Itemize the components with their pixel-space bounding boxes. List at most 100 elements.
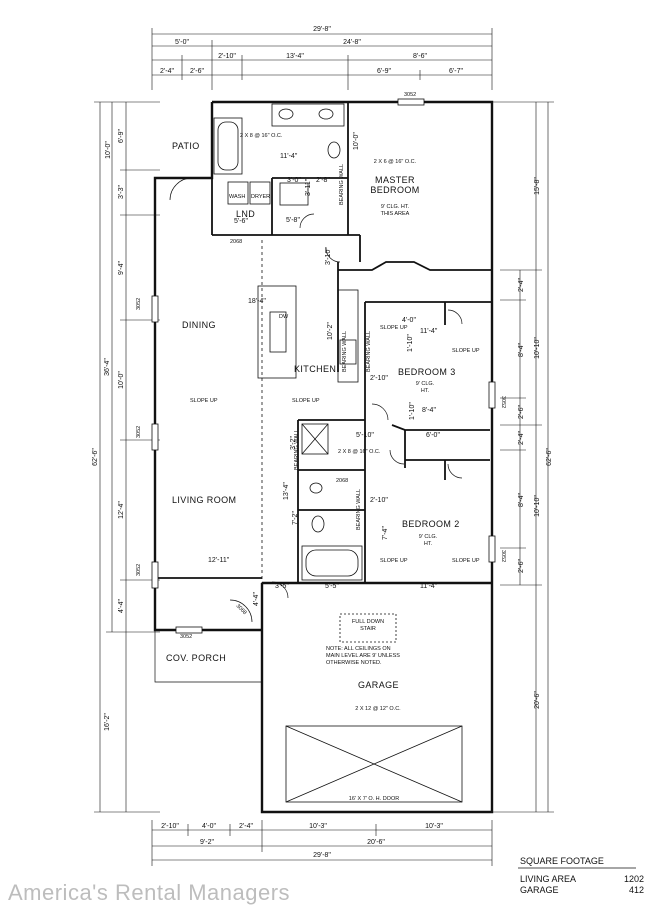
watermark: America's Rental Managers: [8, 880, 291, 905]
bedroom2-label: BEDROOM 2: [402, 519, 460, 529]
dim-in-3-10a: 3'-10": [325, 247, 332, 265]
dim-in-3-0: 3'-0": [287, 177, 301, 184]
bearing-wall-bath: BEARING WALL: [356, 489, 362, 530]
master-label-1: MASTER: [375, 175, 415, 185]
dim-in-2-10b: 2'-10": [370, 497, 388, 504]
bearing-wall-master: BEARING WALL: [339, 164, 345, 205]
dim-right-20-6: 20'-6": [534, 691, 541, 709]
dim-bot-10-3a: 10'-3": [309, 823, 327, 830]
dim-in-6-0: 6'-0": [426, 432, 440, 439]
dim-in-11-4c: 11'-4": [420, 583, 438, 590]
dryer-label: DRYER: [251, 194, 270, 200]
bedroom3-label: BEDROOM 3: [398, 367, 456, 377]
dim-top-6-7: 6'-7": [449, 68, 463, 75]
dim-left-4-4: 4'-4": [118, 599, 125, 613]
kitchen-label: KITCHEN: [294, 364, 336, 374]
bedroom2-ceiling-1: 9' CLG.: [419, 534, 438, 540]
patio-label: PATIO: [172, 141, 200, 151]
stair-label-1: FULL DOWN: [352, 619, 384, 625]
door-tag-lnd: 2068: [230, 239, 242, 245]
bearing-wall-hall: BEARING WALL: [294, 429, 300, 470]
windows: [151, 98, 496, 634]
hall-joists: 2 X 8 @ 16" O.C.: [338, 449, 381, 455]
master-ceiling-1: 9' CLG. HT.: [381, 204, 410, 210]
bath-joists: 2 X 8 @ 16" O.C.: [240, 133, 283, 139]
slope-up-bed2-a: SLOPE UP: [380, 558, 408, 564]
dim-left-16-2: 16'-2": [104, 713, 111, 731]
porch-outline: [154, 630, 262, 683]
ceiling-note-2: MAIN LEVEL ARE 9' UNLESS: [326, 653, 400, 659]
sqft-living-label: LIVING AREA: [520, 874, 576, 884]
bedroom3-ceiling-2: HT.: [421, 388, 430, 394]
garage-label: GARAGE: [358, 680, 399, 690]
living-room-label: LIVING ROOM: [172, 495, 236, 505]
bearing-wall-kitchen: BEARING WALL: [342, 331, 348, 372]
interior-walls: [155, 102, 492, 583]
dim-top-5-0: 5'-0": [175, 39, 189, 46]
dim-top-8-6: 8'-6": [413, 53, 427, 60]
dim-left-62-6: 62'-6": [92, 448, 99, 466]
dim-right-15-8: 15'-8": [534, 177, 541, 195]
dim-in-11-4a: 11'-4": [280, 153, 298, 160]
dim-left-10-0b: 10'-0": [118, 371, 125, 389]
dim-in-1-10b: 1'-10": [409, 402, 416, 420]
lnd-label: LND: [236, 209, 255, 219]
dim-right-10-10b: 10'-10": [534, 495, 541, 517]
dim-in-3-5: 3'-5": [275, 583, 289, 590]
sqft-garage-value: 412: [629, 885, 644, 895]
dim-bot-2-10: 2'-10": [161, 823, 179, 830]
dim-in-4-0: 4'-0": [402, 317, 416, 324]
dim-in-3-11: 3'-11": [305, 178, 312, 196]
dim-right-10-10a: 10'-10": [534, 337, 541, 359]
door-tag-bath: 2068: [336, 478, 348, 484]
door-tag-front: 3068: [235, 603, 248, 616]
dim-in-7-2: 7'-2": [292, 511, 299, 525]
slope-up-bed2-b: SLOPE UP: [452, 558, 480, 564]
dim-in-4-4: 4'-4": [253, 592, 260, 606]
dim-bot-20-6: 20'-6": [367, 839, 385, 846]
slope-up-living: SLOPE UP: [190, 398, 218, 404]
annotation-labels: SLOPE UP SLOPE UP SLOPE UP SLOPE UP SLOP…: [136, 92, 506, 802]
window-tag-living-2: 3052: [136, 564, 142, 576]
dim-left-6-9: 6'-9": [118, 129, 125, 143]
dimension-lines: [94, 28, 554, 866]
dishwasher-label: DW: [279, 314, 289, 320]
dim-left-36-4: 36'-4": [104, 358, 111, 376]
dim-right-62-6: 62'-6": [546, 448, 553, 466]
dining-label: DINING: [182, 320, 216, 330]
dim-in-12-11: 12'-11": [208, 557, 230, 564]
stair-label-2: STAIR: [360, 626, 376, 632]
dim-in-18-4: 18'-4": [248, 298, 266, 305]
dim-in-7-4: 7'-4": [382, 526, 389, 540]
dim-top-2-10: 2'-10": [218, 53, 236, 60]
dim-left-3-3: 3'-3": [118, 185, 125, 199]
dim-in-1-10: 1'-10": [407, 334, 414, 352]
window-tag-master: 3052: [404, 92, 416, 98]
dim-right-2-6a: 2'-6": [518, 405, 525, 419]
dim-in-10-0: 10'-0": [353, 132, 360, 150]
master-joists: 2 X 6 @ 16" O.C.: [374, 159, 417, 165]
dimension-text: 29'-8" 5'-0" 24'-8" 2'-10" 13'-4" 8'-6" …: [92, 26, 553, 859]
dim-right-2-4a: 2'-4": [518, 278, 525, 292]
dim-bot-overall: 29'-8": [313, 852, 331, 859]
sqft-title: SQUARE FOOTAGE: [520, 856, 604, 866]
sqft-garage-label: GARAGE: [520, 885, 559, 895]
dim-bot-10-3b: 10'-3": [425, 823, 443, 830]
bedroom3-ceiling-1: 9' CLG.: [416, 381, 435, 387]
dim-in-5-5: 5'-5": [325, 583, 339, 590]
dim-top-2-6: 2'-6": [190, 68, 204, 75]
garage-joists: 2 X 12 @ 12" O.C.: [355, 706, 401, 712]
bearing-wall-bed3: BEARING WALL: [366, 331, 372, 372]
slope-up-hall: SLOPE UP: [292, 398, 320, 404]
garage-door-label: 16' X 7' O. H. DOOR: [349, 796, 399, 802]
door-swings: [169, 177, 463, 623]
dim-in-10-2: 10'-2": [327, 322, 334, 340]
dim-top-2-4: 2'-4": [160, 68, 174, 75]
window-tag-living: 3052: [136, 426, 142, 438]
dim-in-2-10a: 2'-10": [370, 375, 388, 382]
bedroom2-ceiling-2: HT.: [424, 541, 433, 547]
dim-bot-2-4: 2'-4": [239, 823, 253, 830]
dim-right-2-4b: 2'-4": [518, 431, 525, 445]
